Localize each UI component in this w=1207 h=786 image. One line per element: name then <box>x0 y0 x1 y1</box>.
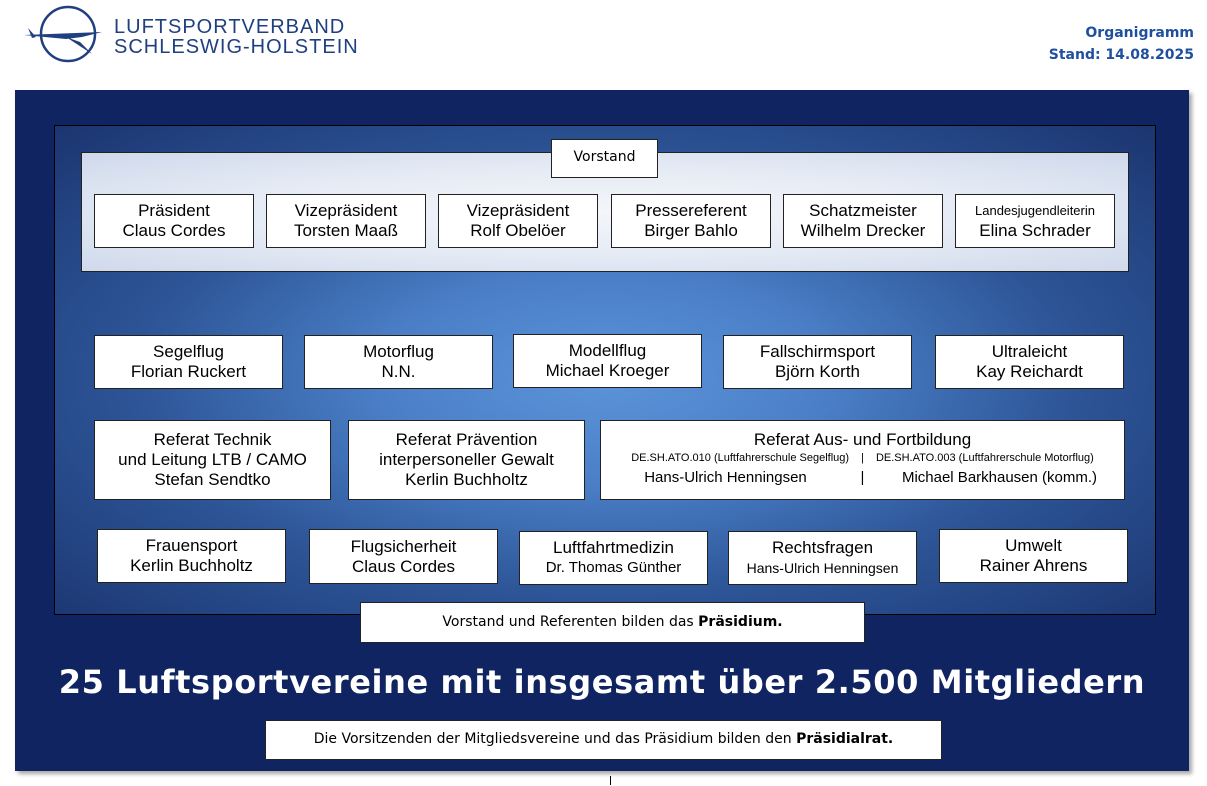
sparte-role: Ultraleicht <box>991 342 1068 361</box>
member-name: Birger Bahlo <box>644 221 738 240</box>
sparte-name: Kay Reichardt <box>976 362 1083 381</box>
referat-role: Rechtsfragen <box>771 538 874 557</box>
member-role: Vizepräsident <box>294 201 398 220</box>
separator: | <box>860 469 865 486</box>
sparte-name: Michael Kroeger <box>545 361 670 380</box>
sparte-role: Motorflug <box>363 342 434 361</box>
vorstand-member: Landesjugendleiterin Elina Schrader <box>955 194 1115 248</box>
member-role: Pressereferent <box>635 201 747 220</box>
referat-name: Rainer Ahrens <box>979 556 1088 575</box>
member-name: Rolf Obelöer <box>470 221 566 240</box>
praesidium-bold: Präsidium. <box>698 614 783 630</box>
vorstand-member: Vizepräsident Rolf Obelöer <box>438 194 598 248</box>
referat-title: Referat Aus- und Fortbildung <box>753 430 972 449</box>
member-role: Landesjugendleiterin <box>975 203 1095 218</box>
divider-mark <box>610 776 611 785</box>
referat-name: Stefan Sendtko <box>154 470 271 489</box>
vorstand-member: Vizepräsident Torsten Maaß <box>266 194 426 248</box>
referat-role: Luftfahrtmedizin <box>553 538 674 557</box>
ato-motorflug: DE.SH.ATO.003 (Luftfahrerschule Motorflu… <box>875 452 1094 464</box>
ato-segelflug: DE.SH.ATO.010 (Luftfahrerschule Segelflu… <box>631 452 850 464</box>
sparte-box: Segelflug Florian Ruckert <box>94 335 283 389</box>
praesidialrat-note: Die Vorsitzenden der Mitgliedsvereine un… <box>265 720 942 760</box>
member-role: Präsident <box>138 201 210 220</box>
referat-box: Umwelt Rainer Ahrens <box>939 529 1128 583</box>
glider-logo-icon <box>24 5 102 63</box>
praesidialrat-bold: Präsidialrat. <box>796 731 894 747</box>
referat-role: Umwelt <box>1005 536 1062 555</box>
separator: | <box>861 452 864 464</box>
member-role: Vizepräsident <box>466 201 570 220</box>
referat-role: Flugsicherheit <box>350 536 457 556</box>
member-name: Elina Schrader <box>979 221 1091 240</box>
ato-row: DE.SH.ATO.010 (Luftfahrerschule Segelflu… <box>601 450 1124 466</box>
referat-name: Dr. Thomas Günther <box>545 559 682 576</box>
header-info: Organigramm Stand: 14.08.2025 <box>1049 22 1194 66</box>
referat-box: Rechtsfragen Hans-Ulrich Henningsen <box>728 531 917 585</box>
praesidialrat-text: Die Vorsitzenden der Mitgliedsvereine un… <box>313 731 797 747</box>
referat-box: Frauensport Kerlin Buchholtz <box>97 529 286 583</box>
referat-name: Kerlin Buchholtz <box>130 556 253 575</box>
doc-title: Organigramm <box>1085 25 1194 41</box>
vorstand-member: Schatzmeister Wilhelm Drecker <box>783 194 943 248</box>
member-role: Schatzmeister <box>809 201 917 220</box>
referat-ausbildung-box: Referat Aus- und Fortbildung DE.SH.ATO.0… <box>600 420 1125 500</box>
member-name: Wilhelm Drecker <box>800 221 926 240</box>
referat-technik-box: Referat Technik und Leitung LTB / CAMO S… <box>94 420 331 500</box>
praesidium-text: Vorstand und Referenten bilden das <box>442 614 699 630</box>
praesidium-note: Vorstand und Referenten bilden das Präsi… <box>360 602 865 643</box>
referat-box: Luftfahrtmedizin Dr. Thomas Günther <box>519 531 708 585</box>
vorstand-member: Pressereferent Birger Bahlo <box>611 194 771 248</box>
referat-role: Frauensport <box>145 536 238 555</box>
referat-name: Hans-Ulrich Henningsen <box>746 560 899 576</box>
stand-date: Stand: 14.08.2025 <box>1048 47 1194 63</box>
sparte-name: N.N. <box>381 362 416 381</box>
headline: 25 Luftsportvereine mit insgesamt über 2… <box>58 663 1146 701</box>
logo-line-1: LUFTSPORTVERBAND <box>114 16 346 38</box>
leiter-segelflug: Hans-Ulrich Henningsen <box>644 469 807 486</box>
vorstand-member: Präsident Claus Cordes <box>94 194 254 248</box>
sparte-box: Modellflug Michael Kroeger <box>513 334 702 388</box>
member-name: Claus Cordes <box>122 221 226 240</box>
logo-line-2: SCHLESWIG-HOLSTEIN <box>114 36 359 58</box>
logo: LUFTSPORTVERBAND SCHLESWIG-HOLSTEIN <box>22 4 382 68</box>
member-name: Torsten Maaß <box>294 221 398 240</box>
sparte-box: Ultraleicht Kay Reichardt <box>935 335 1124 389</box>
vorstand-label: Vorstand <box>551 139 658 178</box>
referat-praevention-box: Referat Prävention interpersoneller Gewa… <box>348 420 585 500</box>
names-row: Hans-Ulrich Henningsen | Michael Barkhau… <box>601 466 1124 490</box>
sparte-box: Motorflug N.N. <box>304 335 493 389</box>
leiter-motorflug: Michael Barkhausen (komm.) <box>901 469 1098 486</box>
referat-line2: interpersoneller Gewalt <box>379 450 554 469</box>
sparte-role: Segelflug <box>153 342 224 361</box>
referat-name: Kerlin Buchholtz <box>405 470 528 489</box>
referat-name: Claus Cordes <box>352 556 455 576</box>
sparte-role: Modellflug <box>568 341 647 360</box>
referat-line1: Referat Prävention <box>395 430 538 449</box>
referat-line1: Referat Technik <box>153 430 272 449</box>
sparte-name: Björn Korth <box>774 362 861 381</box>
referat-box: Flugsicherheit Claus Cordes <box>309 529 498 584</box>
referat-line2: und Leitung LTB / CAMO <box>118 450 307 469</box>
sparte-name: Florian Ruckert <box>130 362 247 381</box>
sparte-role: Fallschirmsport <box>759 342 876 361</box>
sparte-box: Fallschirmsport Björn Korth <box>723 335 912 389</box>
